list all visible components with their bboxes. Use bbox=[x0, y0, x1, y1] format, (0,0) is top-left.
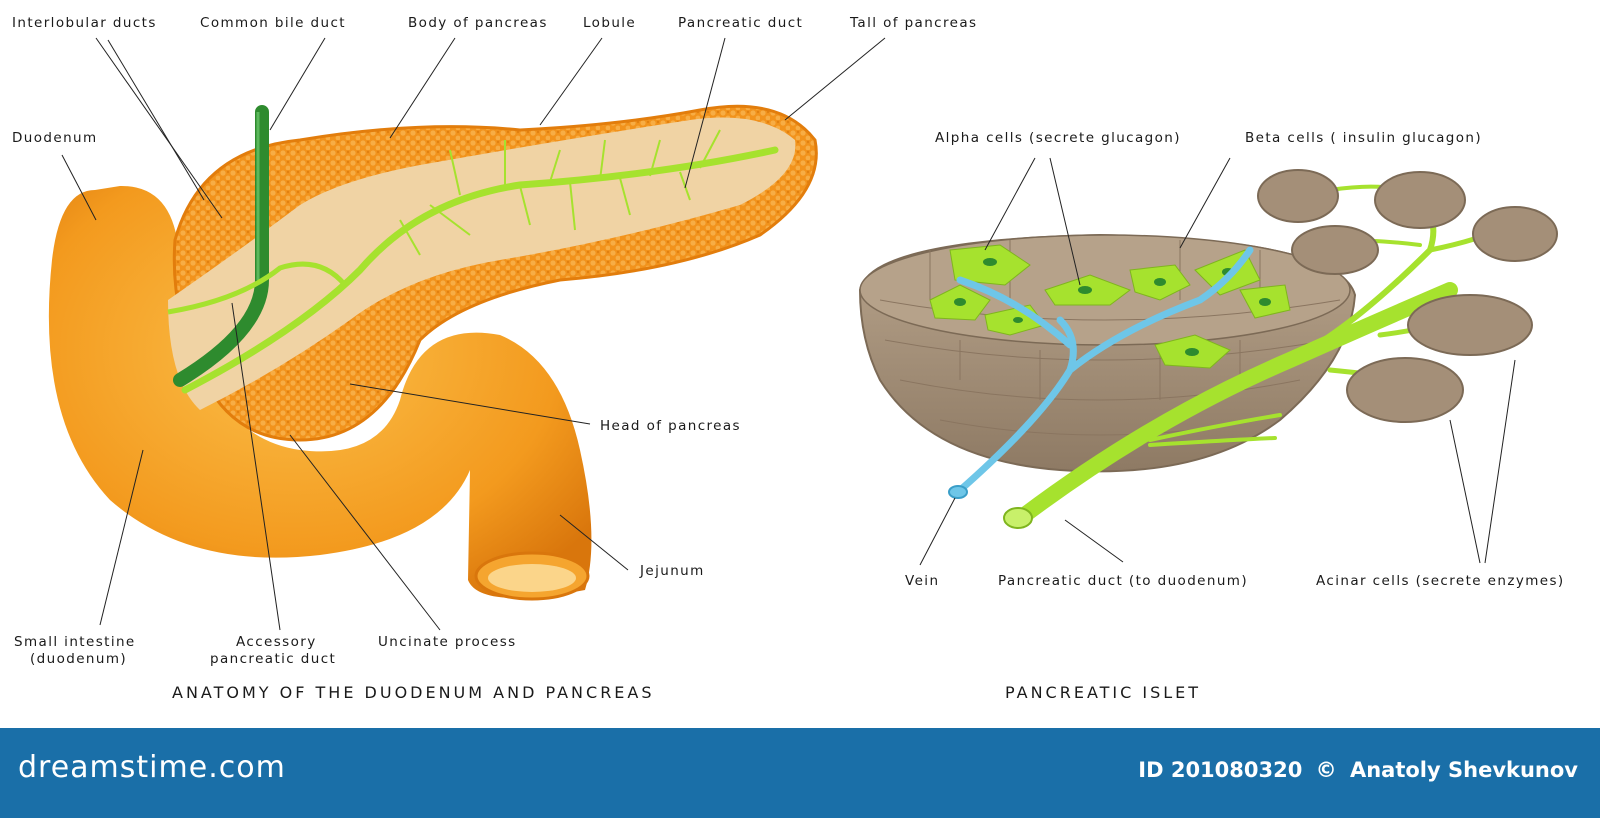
pancreatic-islet-illustration: Alpha cells (secrete glucagon) Beta cell… bbox=[858, 130, 1565, 702]
label-interlobular-ducts: Interlobular ducts bbox=[12, 15, 157, 31]
label-head-of-pancreas: Head of pancreas bbox=[600, 418, 741, 434]
cell-nuclei bbox=[954, 258, 1271, 356]
label-jejunum: Jejunum bbox=[639, 563, 705, 579]
pancreas-cut-surface bbox=[168, 117, 796, 410]
left-leader-lines bbox=[61, 37, 886, 631]
brand-logo[interactable]: dreamstime.com bbox=[18, 750, 286, 785]
label-uncinate-process: Uncinate process bbox=[378, 634, 517, 650]
label-small-intestine-sub: (duodenum) bbox=[30, 651, 127, 667]
right-leader-lines bbox=[919, 157, 1516, 566]
label-islet-pancreatic-duct: Pancreatic duct (to duodenum) bbox=[998, 573, 1248, 589]
interlobular-branches bbox=[399, 129, 721, 256]
label-pancreatic-duct: Pancreatic duct bbox=[678, 15, 803, 31]
label-beta-cells: Beta cells ( insulin glucagon) bbox=[1245, 130, 1482, 146]
label-common-bile-duct: Common bile duct bbox=[200, 15, 346, 31]
vein bbox=[954, 246, 1254, 496]
footer-bar: dreamstime.com ID 201080320 © Anatoly Sh… bbox=[0, 728, 1600, 818]
image-credit: ID 201080320 © Anatoly Shevkunov bbox=[1132, 758, 1578, 782]
label-body-of-pancreas: Body of pancreas bbox=[408, 15, 548, 31]
author-name[interactable]: Anatoly Shevkunov bbox=[1349, 758, 1578, 782]
label-accessory-sub: pancreatic duct bbox=[210, 651, 336, 667]
left-title: ANATOMY OF THE DUODENUM AND PANCREAS bbox=[172, 683, 655, 702]
main-pancreatic-duct bbox=[181, 146, 779, 394]
duodenum-pancreas-illustration: Interlobular ducts Common bile duct Body… bbox=[12, 15, 977, 702]
image-id: ID 201080320 bbox=[1138, 758, 1303, 782]
pancreas-diagram: Interlobular ducts Common bile duct Body… bbox=[12, 15, 1565, 702]
duodenum-shape bbox=[48, 185, 592, 598]
label-duodenum: Duodenum bbox=[12, 130, 98, 146]
copyright-symbol: © bbox=[1315, 758, 1337, 782]
label-lobule: Lobule bbox=[583, 15, 636, 31]
accessory-duct bbox=[167, 261, 347, 315]
label-alpha-cells: Alpha cells (secrete glucagon) bbox=[935, 130, 1181, 146]
common-bile-duct bbox=[173, 105, 269, 387]
acinar-cells bbox=[1257, 169, 1558, 423]
right-title: PANCREATIC ISLET bbox=[1005, 683, 1201, 702]
label-tail-of-pancreas: Tall of pancreas bbox=[849, 15, 977, 31]
label-vein: Vein bbox=[905, 573, 939, 589]
label-accessory: Accessory bbox=[236, 634, 317, 650]
label-small-intestine: Small intestine bbox=[14, 634, 136, 650]
label-acinar-cells: Acinar cells (secrete enzymes) bbox=[1316, 573, 1565, 589]
